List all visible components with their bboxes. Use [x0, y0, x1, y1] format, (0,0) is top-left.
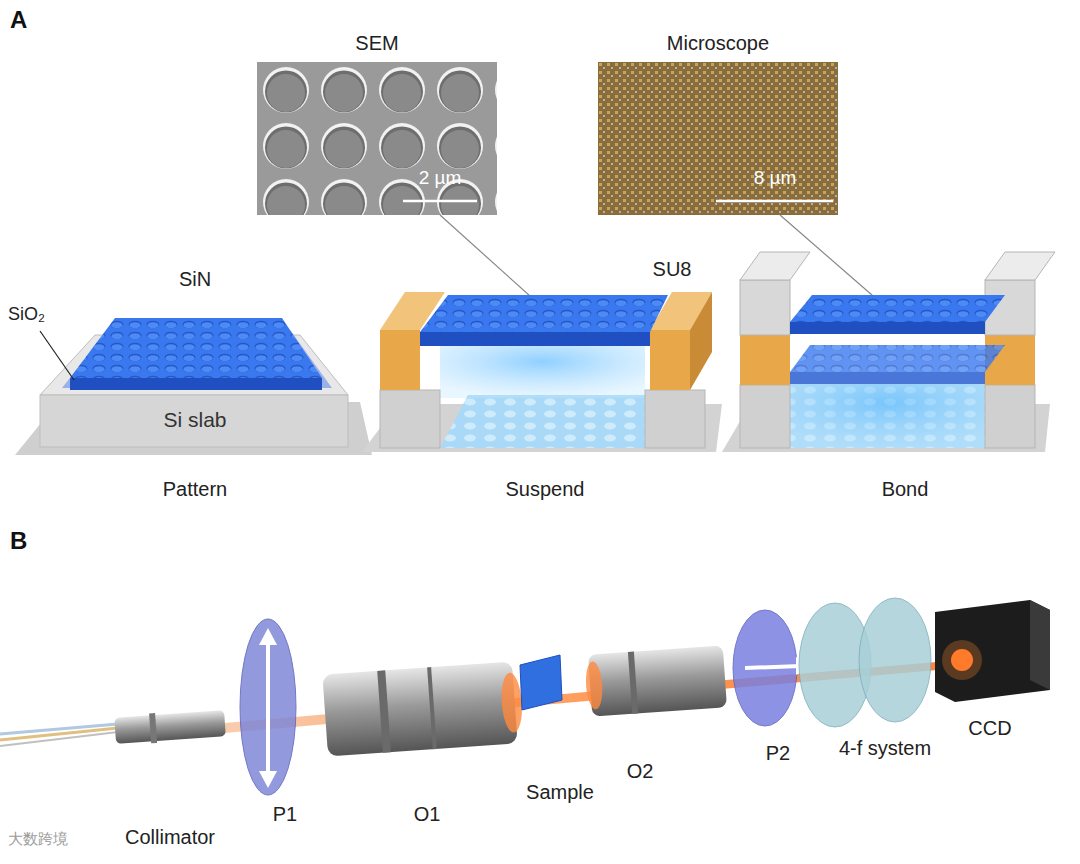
component-label: O2	[627, 760, 654, 783]
step-label: Pattern	[163, 478, 227, 501]
panel-letter: B	[10, 527, 27, 555]
component-label: P1	[273, 803, 297, 826]
component-label: Collimator	[125, 826, 215, 849]
sem-inset: SEM2 µm	[257, 62, 497, 215]
layer-label: SiO₂	[8, 304, 45, 325]
component-label: 4-f system	[839, 737, 931, 760]
layer-label: SiN	[179, 268, 211, 291]
step-label: Suspend	[506, 478, 585, 501]
scale-bar-label: 2 µm	[419, 167, 462, 189]
component-label: P2	[766, 742, 790, 765]
layer-label: Si slab	[163, 408, 226, 432]
layer-label: SU8	[653, 258, 692, 281]
component-label: Sample	[526, 781, 594, 804]
watermark: 大数跨境	[8, 830, 68, 847]
inset-title: SEM	[257, 32, 497, 55]
microscope-inset: Microscope8 µm	[598, 62, 838, 215]
component-label: O1	[414, 803, 441, 826]
step-label: Bond	[882, 478, 929, 501]
scale-bar-label: 8 µm	[754, 167, 797, 189]
inset-title: Microscope	[598, 32, 838, 55]
component-label: CCD	[968, 717, 1011, 740]
panel-letter: A	[10, 6, 27, 34]
